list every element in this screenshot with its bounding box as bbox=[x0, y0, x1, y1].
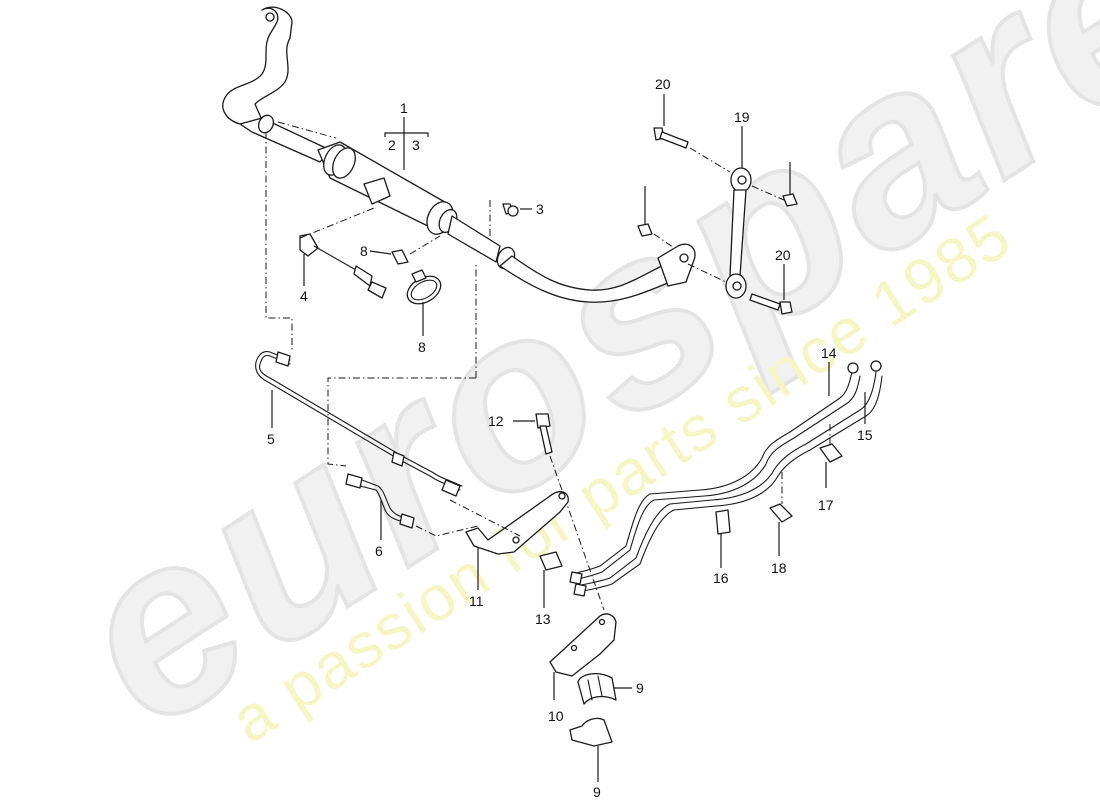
hydraulic-line-short[interactable]: 6 bbox=[345, 473, 415, 559]
callout-label: 20 bbox=[655, 76, 671, 92]
nut[interactable] bbox=[782, 162, 798, 207]
callout-label: 3 bbox=[412, 137, 420, 153]
screw-plug[interactable]: 3 bbox=[502, 201, 544, 217]
callout-label: 10 bbox=[548, 708, 564, 724]
alignment-line bbox=[653, 233, 675, 249]
callout-label: 9 bbox=[636, 680, 644, 696]
bearing-bracket[interactable]: 10 bbox=[548, 613, 617, 724]
alignment-line bbox=[299, 207, 375, 239]
line-holder-double[interactable]: 18 bbox=[769, 503, 793, 576]
callout-label: 19 bbox=[734, 109, 750, 125]
callout-1-group: 1 2 3 bbox=[384, 100, 429, 170]
hydraulic-line[interactable]: 5 bbox=[255, 351, 463, 497]
callout-label: 2 bbox=[388, 137, 396, 153]
alignment-line bbox=[549, 455, 605, 611]
callout-label: 16 bbox=[713, 570, 729, 586]
callout-label: 8 bbox=[418, 339, 426, 355]
alignment-line bbox=[327, 377, 476, 467]
hex-bolt-lower[interactable]: 20 bbox=[749, 247, 793, 315]
callout-label: 9 bbox=[593, 784, 601, 800]
callout-label: 1 bbox=[400, 100, 408, 116]
callout-label: 12 bbox=[488, 413, 504, 429]
alignment-line bbox=[409, 235, 441, 255]
callout-label: 4 bbox=[300, 288, 308, 304]
alignment-line bbox=[277, 121, 337, 139]
alignment-line bbox=[265, 132, 293, 352]
coupling-rod[interactable]: 19 bbox=[725, 109, 752, 299]
hose-clamp[interactable]: 8 bbox=[402, 269, 445, 355]
stabilizer-bar[interactable] bbox=[222, 6, 696, 303]
line-holder[interactable]: 17 bbox=[818, 443, 843, 513]
line-holder[interactable]: 16 bbox=[713, 509, 731, 586]
pressure-and-return-lines[interactable]: 14 15 bbox=[569, 345, 883, 597]
rubber-bushing[interactable]: 9 bbox=[577, 672, 644, 705]
callout-label: 8 bbox=[360, 243, 368, 259]
callout-label: 13 bbox=[535, 611, 551, 627]
callout-label: 14 bbox=[821, 345, 837, 361]
callout-label: 15 bbox=[857, 427, 873, 443]
callout-label: 17 bbox=[818, 497, 834, 513]
sensor-with-cable[interactable]: 4 bbox=[299, 233, 387, 304]
holder-bracket[interactable]: 11 bbox=[465, 491, 569, 609]
nut[interactable] bbox=[637, 186, 653, 237]
hex-bolt-upper[interactable]: 20 bbox=[653, 76, 689, 149]
callout-label: 5 bbox=[267, 431, 275, 447]
alignment-line bbox=[449, 499, 521, 537]
alignment-line bbox=[687, 263, 727, 283]
bushing-half-shell[interactable]: 9 bbox=[569, 717, 613, 800]
callout-label: 3 bbox=[536, 201, 544, 217]
alignment-line bbox=[751, 185, 785, 201]
line-clip[interactable]: 13 bbox=[535, 551, 563, 627]
callout-label: 6 bbox=[375, 543, 383, 559]
callout-label: 11 bbox=[469, 593, 484, 609]
callout-label: 20 bbox=[775, 247, 791, 263]
callout-label: 18 bbox=[771, 560, 787, 576]
clip[interactable]: 8 bbox=[360, 243, 409, 265]
bolt[interactable]: 12 bbox=[488, 413, 553, 455]
